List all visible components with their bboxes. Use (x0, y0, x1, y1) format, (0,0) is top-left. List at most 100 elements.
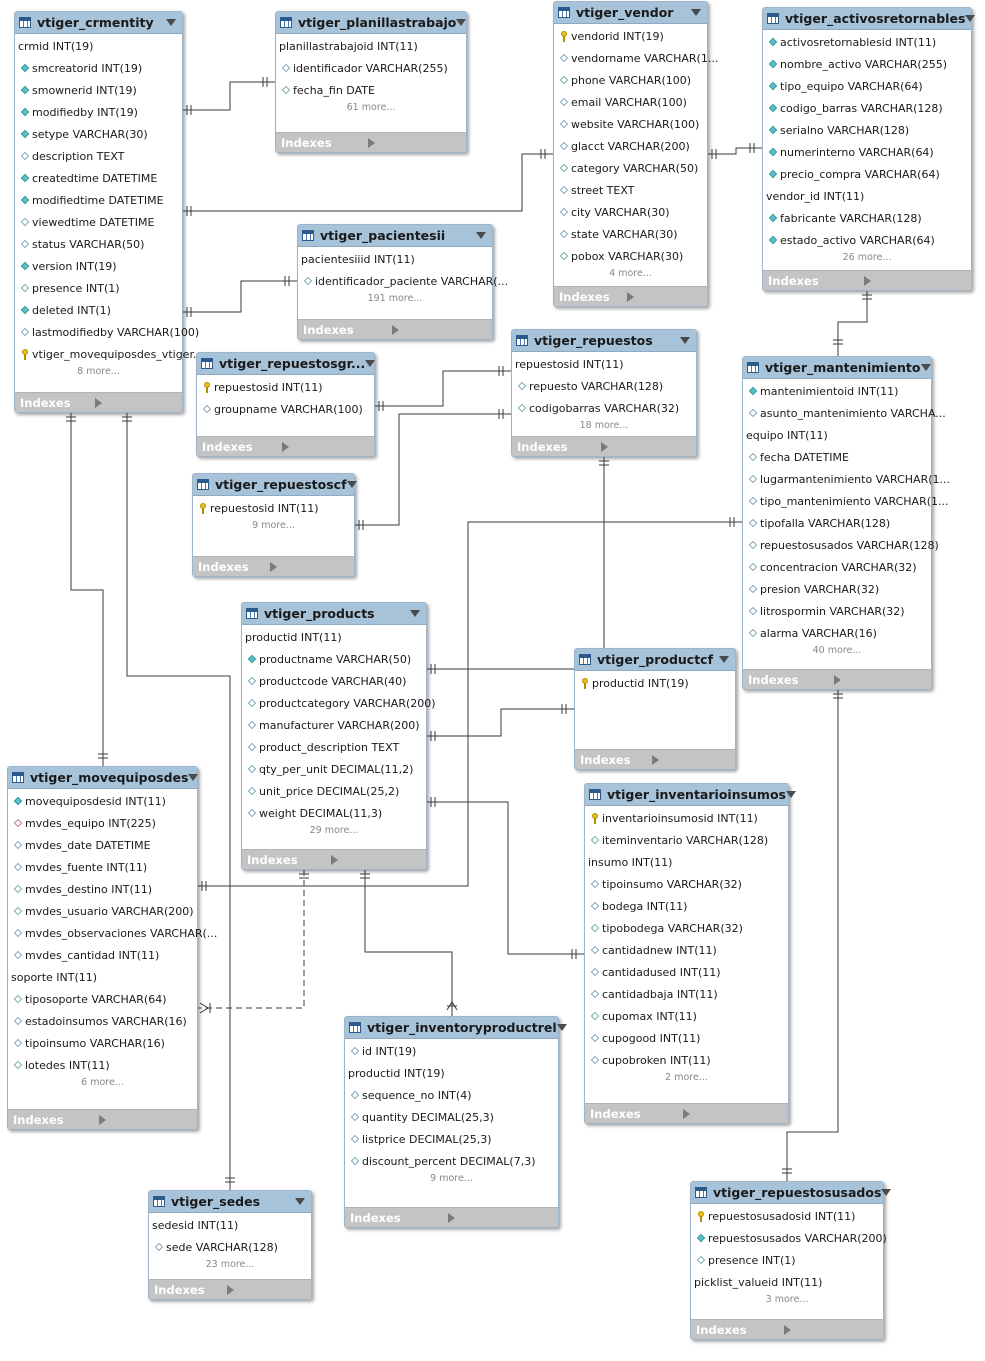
column-row[interactable]: unit_price DECIMAL(25,2) (242, 780, 426, 802)
column-row[interactable]: presence INT(1) (691, 1249, 883, 1271)
column-row[interactable]: equipo INT(11) (743, 424, 931, 446)
expand-arrow-icon[interactable] (783, 1324, 879, 1335)
indexes-section[interactable]: Indexes (8, 1109, 197, 1129)
column-row[interactable]: productcategory VARCHAR(200) (242, 692, 436, 714)
more-columns-link[interactable]: 6 more... (81, 1077, 124, 1088)
expand-arrow-icon[interactable] (627, 291, 702, 302)
expand-arrow-icon[interactable] (651, 754, 731, 765)
more-columns-link[interactable]: 18 more... (579, 420, 629, 431)
column-row[interactable]: vendorid INT(19) (554, 25, 707, 47)
collapse-arrow-icon[interactable] (365, 360, 376, 367)
expand-arrow-icon[interactable] (863, 275, 967, 286)
collapse-arrow-icon[interactable] (881, 1189, 892, 1196)
indexes-section[interactable]: Indexes (691, 1319, 883, 1339)
column-row[interactable]: vendor_id INT(11) (763, 185, 971, 207)
table-header[interactable]: vtiger_repuestoscf (193, 474, 357, 496)
more-columns-link[interactable]: 9 more... (430, 1173, 473, 1184)
column-row[interactable]: repuesto VARCHAR(128) (512, 375, 696, 397)
column-row[interactable]: weight DECIMAL(11,3) (242, 802, 426, 824)
column-row[interactable]: productname VARCHAR(50) (242, 648, 426, 670)
column-row[interactable]: serialno VARCHAR(128) (763, 119, 971, 141)
column-row[interactable]: id INT(19) (345, 1040, 558, 1062)
collapse-arrow-icon[interactable] (295, 1198, 305, 1205)
column-row[interactable]: inventarioinsumosid INT(11) (585, 807, 788, 829)
collapse-arrow-icon[interactable] (965, 15, 976, 22)
collapse-arrow-icon[interactable] (785, 791, 796, 798)
column-row[interactable]: repuestosid INT(11) (197, 376, 374, 398)
table-header[interactable]: vtiger_productcf (575, 649, 735, 671)
column-row[interactable]: nombre_activo VARCHAR(255) (763, 53, 971, 75)
column-row[interactable]: viewedtime DATETIME (15, 211, 182, 233)
indexes-section[interactable]: Indexes (743, 669, 931, 689)
expand-arrow-icon[interactable] (226, 1284, 307, 1295)
column-row[interactable]: lastmodifiedby VARCHAR(100) (15, 321, 199, 343)
column-row[interactable]: cantidadnew INT(11) (585, 939, 788, 961)
column-row[interactable]: fecha DATETIME (743, 446, 931, 468)
collapse-arrow-icon[interactable] (456, 19, 467, 26)
column-row[interactable]: identificador VARCHAR(255) (276, 57, 466, 79)
column-row[interactable]: product_description TEXT (242, 736, 426, 758)
column-row[interactable]: version INT(19) (15, 255, 182, 277)
indexes-section[interactable]: Indexes (197, 436, 374, 456)
column-row[interactable]: city VARCHAR(30) (554, 201, 707, 223)
column-row[interactable]: repuestosid INT(11) (512, 353, 696, 375)
column-row[interactable]: quantity DECIMAL(25,3) (345, 1106, 558, 1128)
indexes-section[interactable]: Indexes (345, 1207, 558, 1227)
table-header[interactable]: vtiger_repuestosusados (691, 1182, 892, 1204)
indexes-section[interactable]: Indexes (575, 749, 735, 769)
column-row[interactable]: productid INT(19) (575, 672, 735, 694)
indexes-section[interactable]: Indexes (276, 132, 466, 152)
column-row[interactable]: productid INT(19) (345, 1062, 558, 1084)
column-row[interactable]: deleted INT(1) (15, 299, 182, 321)
collapse-arrow-icon[interactable] (920, 364, 931, 371)
column-row[interactable]: mvdes_equipo INT(225) (8, 812, 197, 834)
more-columns-link[interactable]: 2 more... (665, 1072, 708, 1083)
column-row[interactable]: concentracion VARCHAR(32) (743, 556, 931, 578)
table-header[interactable]: vtiger_planillastrabajo (276, 12, 467, 34)
column-row[interactable]: activosretornablesid INT(11) (763, 31, 971, 53)
column-row[interactable]: modifiedby INT(19) (15, 101, 182, 123)
column-row[interactable]: vendorname VARCHAR(1... (554, 47, 718, 69)
column-row[interactable]: codigobarras VARCHAR(32) (512, 397, 696, 419)
more-columns-link[interactable]: 29 more... (309, 825, 359, 836)
table-header[interactable]: vtiger_vendor (554, 2, 707, 24)
column-row[interactable]: phone VARCHAR(100) (554, 69, 707, 91)
column-row[interactable]: asunto_mantenimiento VARCHA... (743, 402, 946, 424)
collapse-arrow-icon[interactable] (188, 774, 199, 781)
collapse-arrow-icon[interactable] (410, 610, 420, 617)
column-row[interactable]: sedesid INT(11) (149, 1214, 311, 1236)
column-row[interactable]: smcreatorid INT(19) (15, 57, 182, 79)
column-row[interactable]: tiposoporte VARCHAR(64) (8, 988, 197, 1010)
column-row[interactable]: tipoinsumo VARCHAR(32) (585, 873, 788, 895)
table-header[interactable]: vtiger_mantenimiento (743, 357, 931, 379)
column-row[interactable]: cupogood INT(11) (585, 1027, 788, 1049)
collapse-arrow-icon[interactable] (346, 481, 357, 488)
column-row[interactable]: qty_per_unit DECIMAL(11,2) (242, 758, 426, 780)
more-columns-link[interactable]: 9 more... (252, 520, 295, 531)
more-columns-link[interactable]: 191 more... (367, 293, 423, 304)
column-row[interactable]: street TEXT (554, 179, 707, 201)
column-row[interactable]: tipo_equipo VARCHAR(64) (763, 75, 971, 97)
indexes-section[interactable]: Indexes (512, 436, 696, 456)
column-row[interactable]: sede VARCHAR(128) (149, 1236, 311, 1258)
column-row[interactable]: lotedes INT(11) (8, 1054, 197, 1076)
column-row[interactable]: lugarmantenimiento VARCHAR(1... (743, 468, 950, 490)
column-row[interactable]: picklist_valueid INT(11) (691, 1271, 883, 1293)
expand-arrow-icon[interactable] (282, 441, 369, 452)
indexes-section[interactable]: Indexes (585, 1103, 788, 1123)
column-row[interactable]: status VARCHAR(50) (15, 233, 182, 255)
more-columns-link[interactable]: 3 more... (765, 1294, 809, 1305)
column-row[interactable]: mantenimientoid INT(11) (743, 380, 931, 402)
column-row[interactable]: crmid INT(19) (15, 35, 182, 57)
column-row[interactable]: productcode VARCHAR(40) (242, 670, 426, 692)
